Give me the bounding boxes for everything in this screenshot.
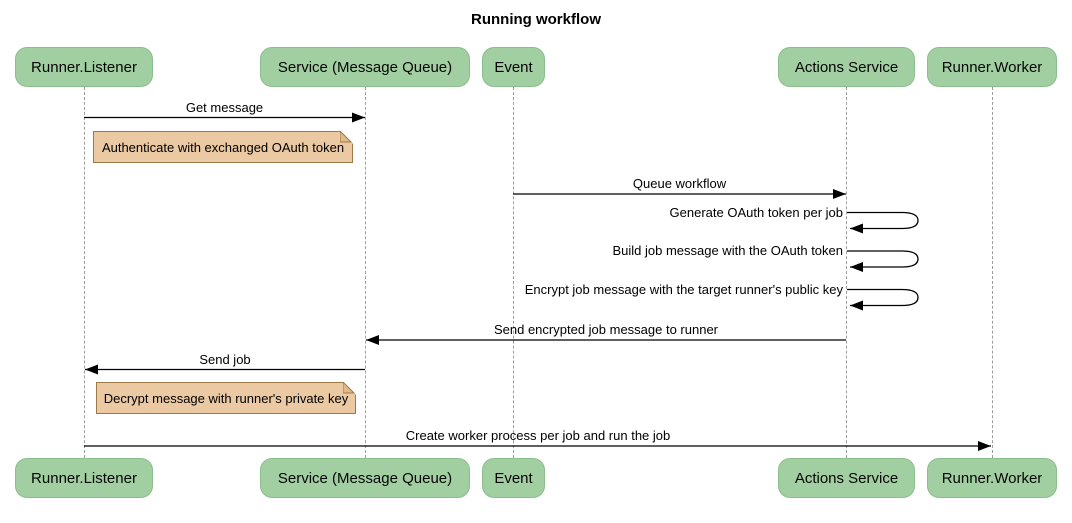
actor-label: Runner.Listener [31,469,137,487]
arrow-self-encrypt-job-message [847,288,919,311]
lifeline-actions-service [846,87,847,458]
actor-service-message-queue-top: Service (Message Queue) [260,47,470,87]
actor-actions-service-bottom: Actions Service [778,458,915,498]
actor-label: Runner.Listener [31,58,137,76]
note-authenticate-oauth: Authenticate with exchanged OAuth token [93,131,353,163]
actor-runner-listener-top: Runner.Listener [15,47,153,87]
actor-label: Actions Service [794,469,899,487]
actor-event-bottom: Event [482,458,545,498]
actor-label: Runner.Worker [941,469,1043,487]
message-label-generate-oauth-token: Generate OAuth token per job [669,204,843,220]
actor-label: Runner.Worker [941,58,1043,76]
message-label-send-encrypted-job: Send encrypted job message to runner [493,322,719,337]
actor-label: Event [494,58,533,76]
message-label-create-worker: Create worker process per job and run th… [405,428,671,443]
actor-event-top: Event [482,47,545,87]
actor-runner-worker-top: Runner.Worker [927,47,1057,87]
note-fold-icon [340,131,353,144]
message-label-build-job-message: Build job message with the OAuth token [612,243,843,258]
diagram-title: Running workflow [471,11,601,28]
lifeline-event [513,87,514,458]
arrow-self-generate-oauth-token [847,211,919,234]
arrow-self-build-job-message [847,250,919,272]
note-fold-icon [343,382,356,395]
actor-label: Service (Message Queue) [277,469,453,487]
actor-label: Actions Service [794,58,899,76]
message-label-queue-workflow: Queue workflow [632,176,727,191]
note-decrypt-private-key: Decrypt message with runner's private ke… [96,382,356,414]
actor-runner-worker-bottom: Runner.Worker [927,458,1057,498]
note-text: Authenticate with exchanged OAuth token [101,139,345,155]
message-label-send-job: Send job [199,351,251,367]
actor-actions-service-top: Actions Service [778,47,915,87]
lifeline-service-message-queue [364,87,366,458]
message-label-get-message: Get message [185,99,264,115]
actor-label: Event [494,469,533,487]
actor-label: Service (Message Queue) [277,58,453,76]
note-text: Decrypt message with runner's private ke… [103,390,349,406]
lifeline-runner-listener [83,87,85,458]
actor-runner-listener-bottom: Runner.Listener [15,458,153,498]
lifeline-runner-worker [991,87,993,458]
actor-service-message-queue-bottom: Service (Message Queue) [260,458,470,498]
message-label-encrypt-job-message: Encrypt job message with the target runn… [524,281,843,297]
